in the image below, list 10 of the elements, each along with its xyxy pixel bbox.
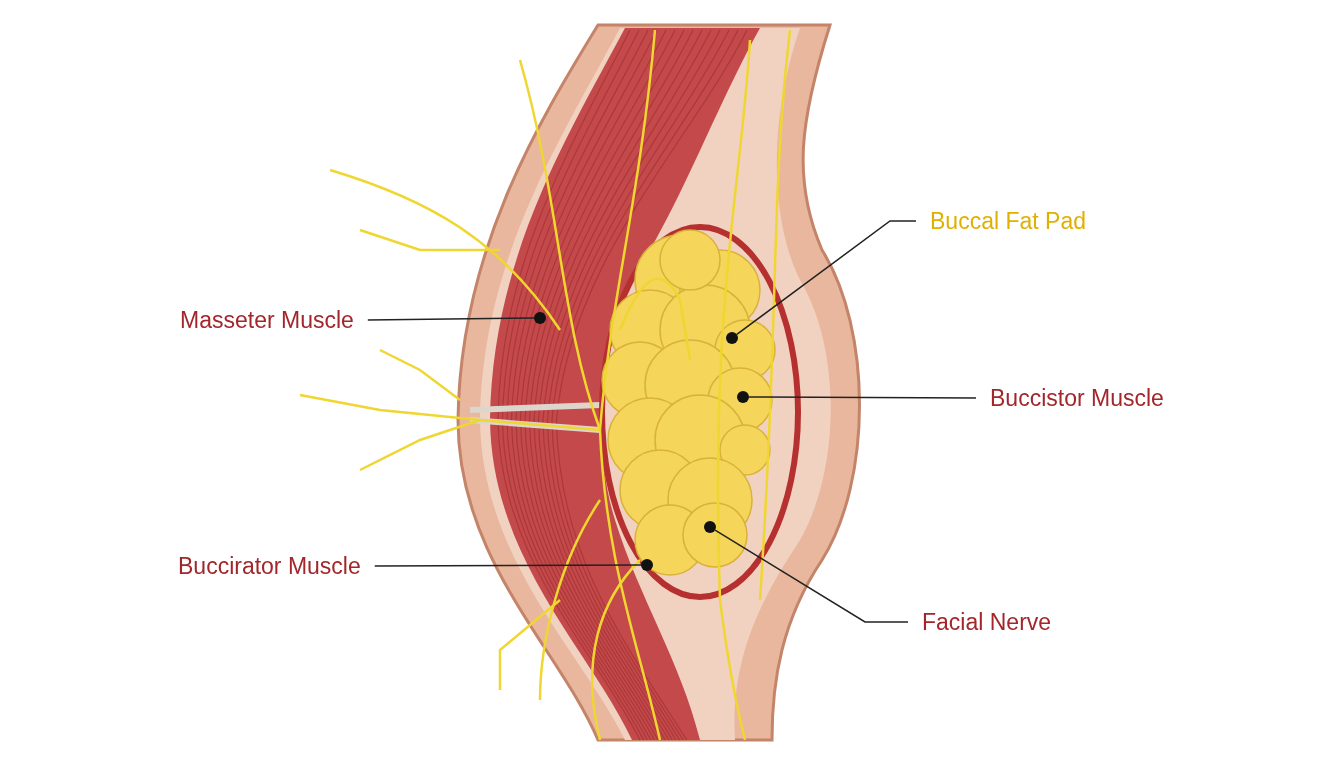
- part-label: Buccistor Muscle: [990, 384, 1164, 412]
- leader-line: [374, 564, 642, 567]
- leader-line: [748, 396, 977, 399]
- part-label: Buccirator Muscle: [178, 552, 361, 580]
- part-label: Facial Nerve: [922, 608, 1052, 636]
- leader-line: [367, 317, 535, 321]
- part-label: Buccal Fat Pad: [930, 207, 1086, 235]
- leader-line: [714, 529, 909, 623]
- leader-line: [736, 220, 917, 336]
- part-label: Masseter Muscle: [180, 306, 354, 334]
